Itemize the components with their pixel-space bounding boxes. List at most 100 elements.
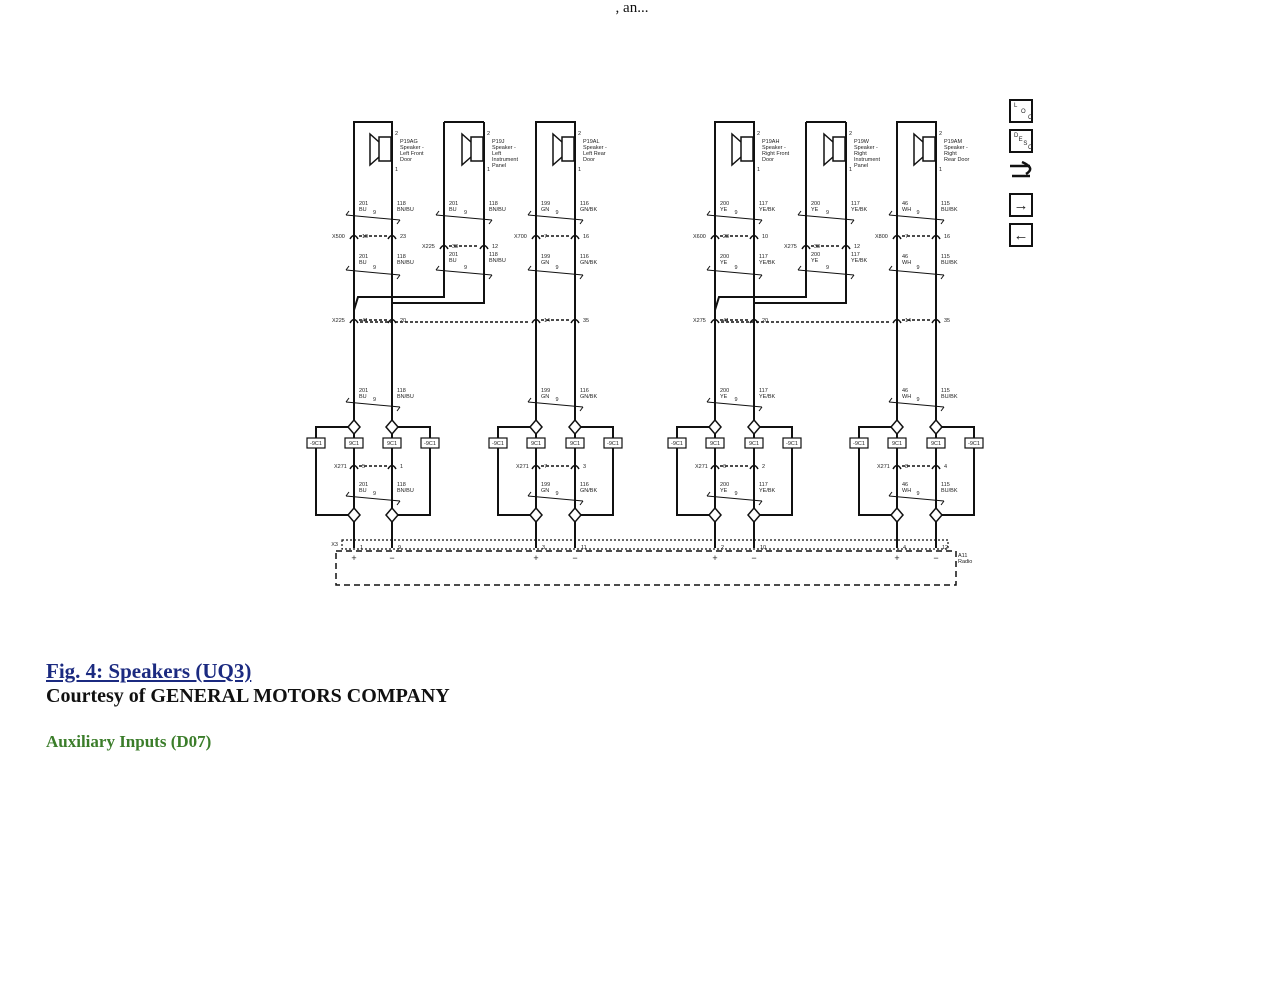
x3-label: X3	[331, 542, 338, 548]
connector-id: X275	[693, 318, 706, 324]
shield-label: 9	[373, 265, 376, 271]
connector-pin: 16	[583, 234, 589, 240]
speaker-id: P19AH	[762, 139, 779, 145]
wire-circuit: 118	[397, 388, 406, 394]
wire-color: YE/BK	[759, 488, 776, 494]
speaker-icon	[470, 136, 484, 162]
next-section-heading[interactable]: Auxiliary Inputs (D07)	[46, 732, 212, 751]
speaker-icon	[922, 136, 936, 162]
speaker-name: Right	[944, 151, 957, 157]
wire	[754, 122, 847, 304]
shield-line	[888, 269, 945, 276]
shield-line	[579, 274, 584, 280]
shield-label: 9	[556, 491, 559, 497]
wire-circuit: 201	[449, 252, 458, 258]
connector-pin: 41	[723, 318, 729, 324]
connector-terminal-icon	[710, 464, 720, 470]
connector-terminal-icon	[349, 234, 359, 240]
splice-diamond-icon	[708, 506, 722, 524]
connector-terminal-icon	[387, 464, 397, 470]
shield-label: 9	[556, 265, 559, 271]
shield-line	[345, 491, 350, 497]
wire-circuit: 116	[580, 254, 589, 260]
shield-label: 9	[917, 265, 920, 271]
radio-pin: 4	[903, 545, 906, 551]
next-arrow-icon[interactable]	[1009, 193, 1033, 217]
wire	[535, 121, 576, 548]
pin-label: 2	[487, 131, 490, 137]
connector-pin: 35	[944, 318, 950, 324]
wire-color: BU	[359, 260, 367, 266]
wire-color: YE	[720, 260, 728, 266]
connector-id: X800	[875, 234, 888, 240]
wire-color: GN	[541, 207, 549, 213]
radio-pin: 12	[942, 545, 948, 551]
connector-pin: 2	[762, 464, 765, 470]
splice-diamond-icon	[385, 506, 399, 524]
speaker-name: Instrument	[492, 157, 518, 163]
wire	[315, 426, 354, 516]
connector-pin: 1	[400, 464, 403, 470]
wire-color: BN/BU	[489, 207, 506, 213]
splice-diamond-icon	[385, 418, 399, 436]
shield-label: 9	[826, 265, 829, 271]
splice-label: -9C1	[424, 441, 436, 447]
wire	[353, 121, 393, 548]
wire-circuit: 200	[720, 388, 729, 394]
loc-icon[interactable]	[1009, 99, 1033, 123]
shield-line	[345, 269, 401, 276]
splice-label: -9C1	[492, 441, 504, 447]
connector-pin: 14	[544, 318, 550, 324]
wire-circuit: 201	[449, 201, 458, 207]
shield-line	[940, 406, 945, 412]
shield-line	[345, 401, 401, 408]
wire-circuit: 200	[811, 201, 820, 207]
connector-pin: 7	[905, 234, 908, 240]
shield-line	[579, 406, 584, 412]
wire-color: GN	[541, 488, 549, 494]
wire-color: BN/BU	[397, 207, 414, 213]
speaker-name: Instrument	[854, 157, 880, 163]
splice-label: 9C1	[531, 441, 541, 447]
wire	[676, 426, 715, 516]
splice-diamond-icon	[929, 418, 943, 436]
wire-color: BU	[359, 488, 367, 494]
desc-icon-text: S	[1023, 141, 1027, 147]
connector-pin: 20	[400, 318, 406, 324]
shield-line	[797, 265, 802, 271]
splice-box	[705, 437, 725, 449]
figure-link[interactable]: Fig. 4: Speakers (UQ3)	[46, 659, 252, 683]
splice-box	[744, 437, 764, 449]
radio-pin: 10	[760, 545, 766, 551]
wire-circuit: 117	[851, 252, 860, 258]
shield-line	[940, 274, 945, 280]
shield-line	[527, 269, 584, 276]
splice-box	[344, 437, 364, 449]
connector-pin: 7	[544, 464, 547, 470]
shield-line	[850, 274, 855, 280]
wire-circuit: 199	[541, 201, 550, 207]
shield-line	[435, 210, 440, 216]
wire-circuit: 200	[811, 252, 820, 258]
prev-arrow-icon[interactable]	[1009, 223, 1033, 247]
connector-terminal-icon	[710, 234, 720, 240]
shield-line	[396, 406, 401, 412]
speaker-icon	[561, 136, 575, 162]
radio-plus-terminal: +	[712, 553, 717, 563]
connector-terminal-icon	[841, 244, 851, 250]
shield-line	[706, 495, 763, 502]
radio-plus-terminal: +	[351, 553, 356, 563]
speaker-name: Right	[854, 151, 867, 157]
shield-line	[758, 500, 763, 506]
wire	[936, 426, 975, 516]
shield-line	[435, 265, 440, 271]
connector-id: X225	[422, 244, 435, 250]
radio-minus-terminal: −	[751, 553, 756, 563]
desc-icon[interactable]	[1009, 129, 1033, 153]
splice-box	[926, 437, 946, 449]
shield-label: 9	[735, 491, 738, 497]
connector-terminal-icon	[349, 464, 359, 470]
pin-label: 1	[395, 167, 398, 173]
splice-box	[306, 437, 326, 449]
splice-box	[420, 437, 440, 449]
